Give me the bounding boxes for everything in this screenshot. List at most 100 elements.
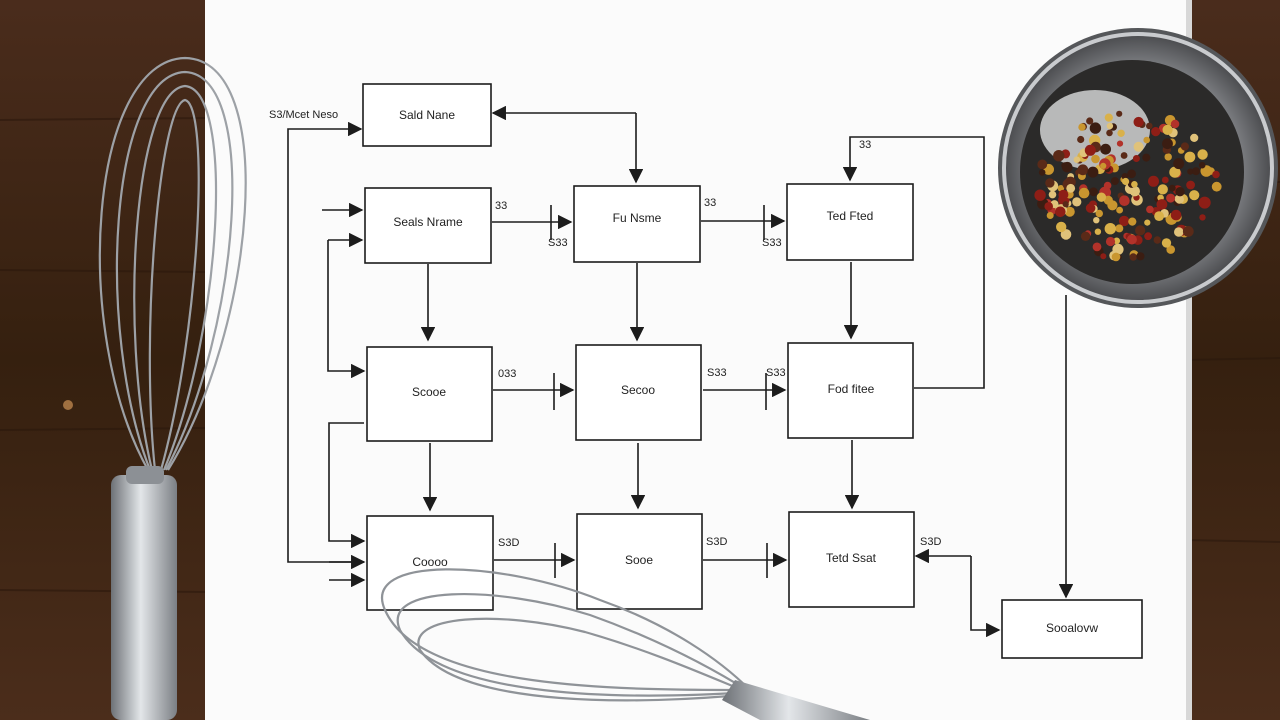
peppercorn bbox=[1056, 221, 1067, 233]
peppercorn bbox=[1111, 252, 1121, 262]
side-label-0: S3/Mcet Neso bbox=[269, 109, 338, 121]
peppercorn bbox=[1064, 206, 1075, 217]
side-label-10: S33 bbox=[766, 367, 786, 379]
peppercorn bbox=[1212, 170, 1220, 179]
peppercorn bbox=[1116, 140, 1124, 147]
peppercorn bbox=[1182, 226, 1194, 237]
connector-output-in bbox=[970, 556, 1001, 638]
whisk-left-handle bbox=[111, 475, 177, 720]
peppercorn bbox=[1187, 168, 1194, 175]
side-label-2: 33 bbox=[704, 197, 716, 209]
peppercorn bbox=[1115, 224, 1124, 233]
side-label-3: 33 bbox=[859, 139, 871, 151]
peppercorn bbox=[1198, 196, 1211, 209]
node-r2c2-label: Secoo bbox=[621, 383, 655, 397]
peppercorn bbox=[1128, 217, 1137, 226]
node-r1c1: Seals Nrame bbox=[364, 187, 492, 264]
peppercorn bbox=[1122, 177, 1130, 186]
peppercorn bbox=[1037, 159, 1048, 170]
peppercorn bbox=[1119, 195, 1130, 206]
whisk-left bbox=[98, 56, 247, 720]
node-r3c2-label: Sooe bbox=[625, 553, 653, 567]
nodes: Sald Nane Seals Nrame Fu Nsme Ted Fted S… bbox=[362, 83, 1143, 659]
peppercorn bbox=[1143, 136, 1150, 144]
peppercorn bbox=[1161, 238, 1172, 248]
peppercorn bbox=[1104, 113, 1113, 122]
node-r2c3: Fod fitee bbox=[787, 342, 914, 439]
peppercorn bbox=[1148, 175, 1159, 187]
peppercorn bbox=[1058, 189, 1069, 200]
node-r3c3-label: Tetd Ssat bbox=[826, 551, 877, 565]
peppercorn bbox=[1144, 232, 1152, 241]
peppercorn bbox=[1100, 162, 1107, 169]
peppercorn bbox=[1129, 253, 1137, 261]
peppercorn bbox=[1127, 169, 1136, 179]
peppercorn bbox=[1118, 215, 1130, 227]
peppercorn bbox=[1192, 167, 1200, 176]
peppercorn bbox=[1106, 129, 1113, 137]
peppercorn bbox=[1066, 183, 1076, 193]
peppercorn-pile bbox=[1034, 110, 1222, 262]
peppercorn bbox=[1174, 227, 1184, 237]
node-top: Sald Nane bbox=[362, 83, 492, 147]
node-r1c3: Ted Fted bbox=[786, 183, 914, 261]
peppercorn bbox=[1096, 192, 1107, 202]
node-r1c2: Fu Nsme bbox=[573, 185, 701, 263]
side-label-9: S3D bbox=[706, 536, 727, 548]
peppercorn bbox=[1104, 223, 1117, 235]
peppercorn bbox=[1146, 122, 1153, 130]
side-label-5: S33 bbox=[762, 237, 782, 249]
peppercorn bbox=[1077, 135, 1085, 144]
node-top-label: Sald Nane bbox=[399, 108, 455, 122]
peppercorn bbox=[1166, 193, 1176, 203]
side-label-7: 033 bbox=[498, 368, 516, 380]
peppercorn bbox=[1073, 156, 1081, 163]
node-output-label: Sooalovw bbox=[1046, 621, 1098, 635]
node-output: Sooalovw bbox=[1001, 599, 1143, 659]
connector-right-loop bbox=[842, 136, 985, 389]
whisk-bottom-handle bbox=[722, 680, 870, 720]
peppercorn bbox=[1060, 229, 1072, 240]
peppercorn bbox=[1135, 225, 1146, 236]
peppercorn bbox=[1089, 187, 1098, 197]
peppercorn bbox=[1161, 176, 1169, 184]
peppercorn bbox=[1078, 187, 1090, 199]
peppercorn bbox=[1062, 161, 1073, 173]
peppercorn bbox=[1173, 158, 1185, 170]
peppercorn bbox=[1105, 236, 1116, 247]
peppercorn bbox=[1153, 236, 1162, 244]
node-r2c3-label: Fod fitee bbox=[828, 382, 875, 396]
peppercorn bbox=[1095, 209, 1104, 218]
peppercorn bbox=[1151, 127, 1161, 137]
peppercorn bbox=[1168, 184, 1176, 192]
peppercorn bbox=[1078, 123, 1086, 131]
peppercorn bbox=[1180, 142, 1189, 151]
peppercorn bbox=[1100, 143, 1111, 155]
peppercorn bbox=[1199, 214, 1206, 221]
peppercorn bbox=[1157, 184, 1168, 195]
peppercorn bbox=[1084, 144, 1096, 156]
peppercorn bbox=[1162, 138, 1173, 150]
peppercorn bbox=[1162, 124, 1173, 135]
wood-grain bbox=[0, 117, 1280, 593]
node-r2c1-label: Scooe bbox=[412, 385, 446, 399]
peppercorn bbox=[1077, 164, 1089, 176]
peppercorn bbox=[1034, 189, 1046, 201]
peppercorn bbox=[1175, 187, 1185, 197]
peppercorn bbox=[1107, 200, 1118, 211]
side-label-8: S3D bbox=[498, 537, 519, 549]
peppercorn bbox=[1142, 153, 1151, 162]
peppercorn bbox=[1044, 202, 1053, 211]
peppercorn bbox=[1190, 133, 1199, 142]
node-r1c3-label: Ted Fted bbox=[827, 209, 874, 223]
wood-knot bbox=[63, 400, 73, 410]
peppercorn bbox=[1170, 119, 1180, 129]
peppercorn bbox=[1117, 129, 1125, 137]
node-r1c1-label: Seals Nrame bbox=[393, 215, 463, 229]
peppercorn bbox=[1126, 234, 1137, 245]
node-r2c1: Scooe bbox=[366, 346, 493, 442]
peppercorn bbox=[1144, 219, 1151, 226]
node-r3c3: Tetd Ssat bbox=[788, 511, 915, 608]
peppercorn bbox=[1169, 166, 1181, 178]
peppercorn bbox=[1166, 245, 1175, 254]
